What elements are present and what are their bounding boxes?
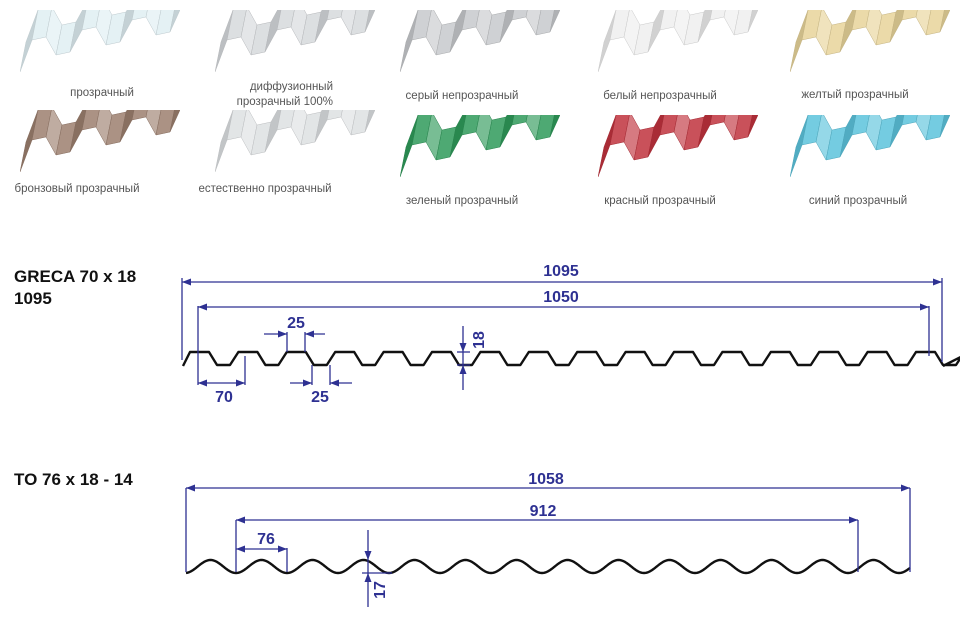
arrowhead	[459, 365, 467, 374]
arrowhead	[278, 330, 287, 338]
color-label-line: диффузионный	[249, 81, 333, 93]
arrowhead	[920, 303, 929, 311]
arrowhead	[278, 545, 287, 553]
arrowhead	[186, 484, 195, 492]
color-label: белый непрозрачный	[603, 89, 717, 104]
to-profile-line	[185, 558, 911, 575]
color-label-line: прозрачный	[70, 87, 134, 99]
sheet-thumbnail	[790, 10, 950, 82]
color-label: синий прозрачный	[809, 194, 907, 209]
color-label-line: желтый прозрачный	[801, 89, 909, 101]
arrowhead	[236, 379, 245, 387]
greca-height-dim: 18	[471, 331, 488, 349]
sheet-thumbnail	[20, 10, 180, 82]
sheet-thumbnail	[400, 115, 560, 187]
color-label: желтый прозрачный	[801, 88, 908, 103]
color-label: прозрачный	[70, 86, 134, 101]
arrowhead	[305, 330, 314, 338]
arrowhead	[236, 516, 245, 524]
color-label-line: серый непрозрачный	[405, 90, 519, 102]
sheet-thumbnail	[598, 115, 758, 187]
color-label: естественно прозрачный	[198, 182, 331, 197]
to-height-dim: 17	[372, 581, 389, 599]
greca-title: GRECA 70 x 18	[14, 267, 137, 286]
sheet-thumbnail	[215, 10, 375, 82]
color-label-line: естественно прозрачный	[198, 183, 332, 195]
color-label-line: белый непрозрачный	[603, 90, 717, 102]
greca-width: 1095	[14, 289, 52, 308]
greca-overall-dim: 1095	[543, 263, 579, 280]
color-label-line: бронзовый прозрачный	[14, 183, 140, 195]
color-label: зеленый прозрачный	[406, 194, 518, 209]
to-title: TO 76 x 18 - 14	[14, 470, 133, 489]
color-label-line: зеленый прозрачный	[405, 195, 519, 207]
arrowhead	[198, 379, 207, 387]
arrowhead	[364, 551, 372, 560]
to-useful-dim: 912	[530, 503, 557, 520]
to-profile-drawing	[185, 484, 911, 607]
color-label: диффузионный прозрачный 100%	[237, 80, 333, 110]
arrowhead	[933, 278, 942, 286]
arrowhead	[303, 379, 312, 387]
greca-trough-dim: 25	[311, 389, 329, 406]
sheet-thumbnail	[20, 110, 180, 182]
color-label-line: красный прозрачный	[604, 195, 716, 207]
greca-profile-line	[181, 350, 960, 368]
arrowhead	[364, 573, 372, 582]
sheet-thumbnail	[215, 110, 375, 182]
arrowhead	[330, 379, 339, 387]
greca-pitch-dim: 70	[215, 389, 233, 406]
to-overall-dim: 1058	[528, 471, 564, 488]
greca-useful-dim: 1050	[543, 289, 579, 306]
arrowhead	[182, 278, 191, 286]
color-label: красный прозрачный	[604, 194, 716, 209]
color-label-line: синий прозрачный	[808, 195, 908, 207]
arrowhead	[236, 545, 245, 553]
sheet-thumbnail	[598, 10, 758, 82]
color-label: серый непрозрачный	[406, 89, 519, 104]
color-label: бронзовый прозрачный	[15, 182, 140, 197]
arrowhead	[198, 303, 207, 311]
to-pitch-dim: 76	[257, 531, 275, 548]
sheet-thumbnail	[790, 115, 950, 187]
greca-profile-drawing	[181, 278, 960, 390]
arrowhead	[849, 516, 858, 524]
color-label-line: прозрачный 100%	[236, 96, 333, 108]
greca-crest-dim: 25	[287, 315, 305, 332]
arrowhead	[459, 343, 467, 352]
arrowhead	[901, 484, 910, 492]
sheet-thumbnail	[400, 10, 560, 82]
